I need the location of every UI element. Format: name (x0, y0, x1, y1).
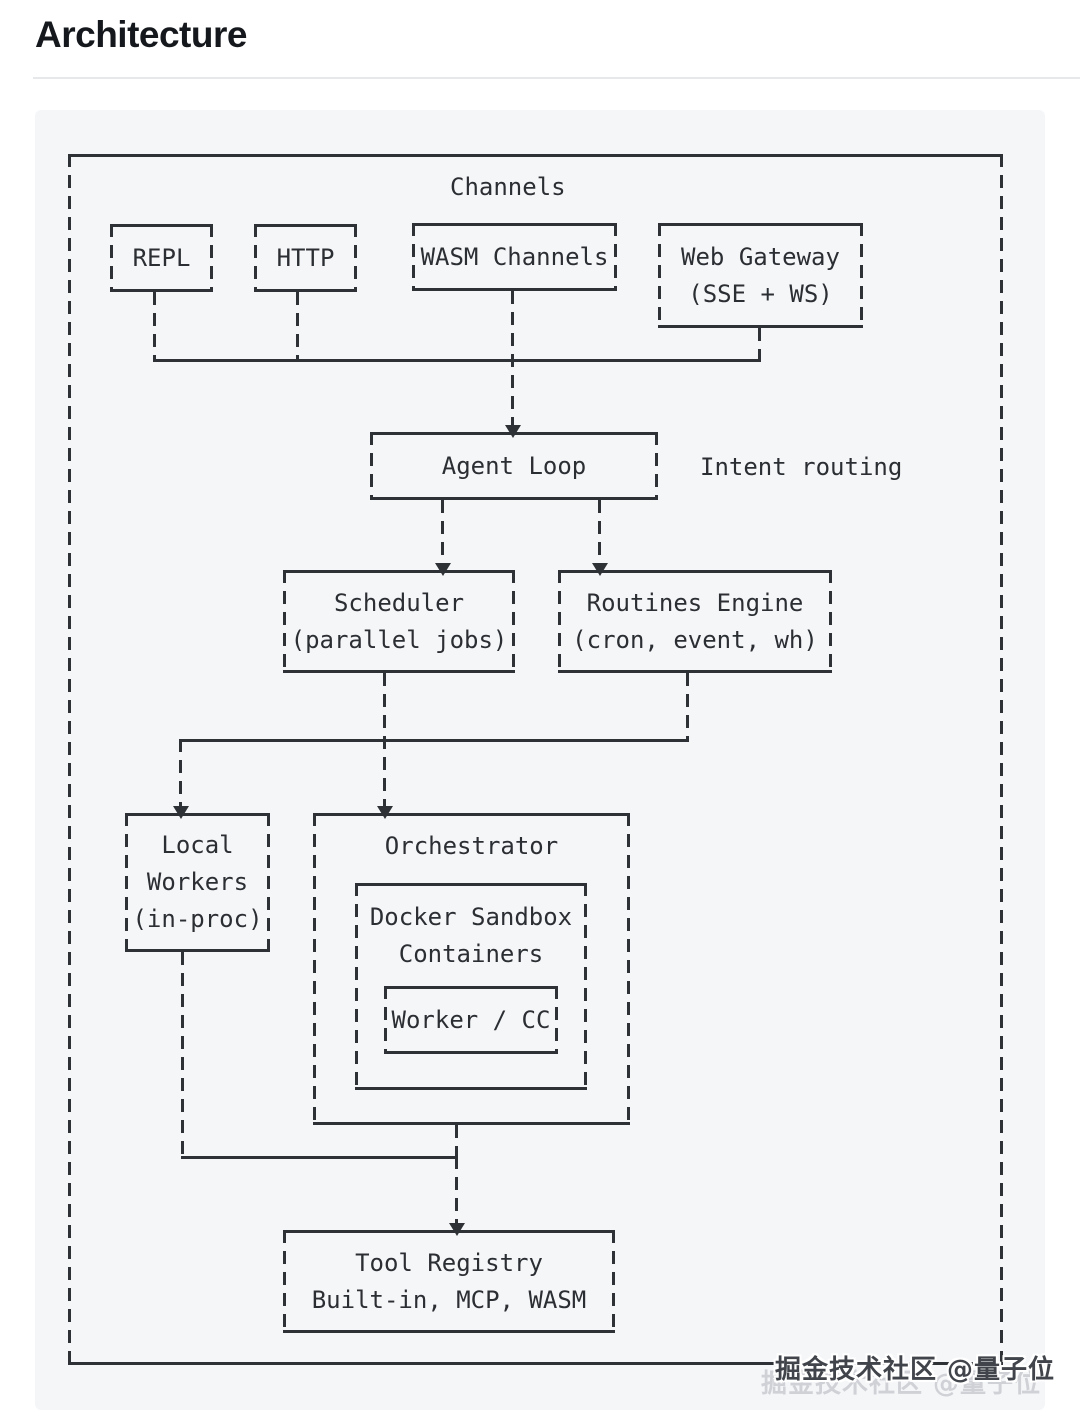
channels-container-box (68, 154, 1003, 1365)
channels-label: Channels (450, 173, 566, 201)
wasm-channels-label: WASM Channels (420, 242, 609, 271)
connector-channels-bus (153, 359, 760, 362)
connector-routines-stem (686, 673, 689, 742)
box-http: HTTP (254, 224, 357, 292)
connector-bus-to-local-workers (179, 739, 182, 808)
page-title: Architecture (35, 14, 247, 55)
connector-workers-bus (179, 739, 689, 742)
http-label: HTTP (276, 243, 335, 272)
box-orchestrator: Orchestrator (313, 813, 630, 1125)
routines-engine-line-2: (cron, event, wh) (572, 625, 818, 654)
box-local-workers: Local Workers (in-proc) (125, 813, 270, 952)
routines-engine-line-1: Routines Engine (586, 588, 804, 617)
tool-registry-line-1: Tool Registry (355, 1248, 543, 1277)
box-scheduler: Scheduler (parallel jobs) (283, 570, 515, 673)
connector-agent-to-routines (598, 500, 601, 566)
connector-agent-to-scheduler (441, 500, 444, 566)
connector-bus-to-tool-registry (455, 1156, 458, 1223)
box-agent-loop: Agent Loop (370, 432, 658, 500)
box-docker-sandbox: Docker Sandbox Containers (355, 883, 587, 1090)
box-wasm-channels: WASM Channels (412, 223, 617, 291)
worker-cc-label: Worker / CC (391, 1005, 551, 1034)
box-worker-cc: Worker / CC (384, 986, 558, 1054)
box-tool-registry: Tool Registry Built-in, MCP, WASM (283, 1230, 615, 1333)
scheduler-line-2: (parallel jobs) (290, 625, 508, 654)
title-divider (33, 77, 1080, 79)
connector-http-stem (296, 292, 299, 362)
connector-orchestrator-out (455, 1125, 458, 1159)
local-workers-line-2: Workers (146, 868, 249, 896)
connector-repl-stem (153, 292, 156, 362)
box-repl: REPL (110, 224, 213, 292)
intent-routing-label: Intent routing (700, 453, 903, 481)
local-workers-line-3: (in-proc) (132, 905, 263, 933)
diagram-panel (35, 110, 1045, 1410)
connector-local-workers-out (181, 952, 184, 1159)
connector-web-gateway-stem (758, 328, 761, 362)
agent-loop-label: Agent Loop (441, 451, 587, 480)
local-workers-line-1: Local (161, 831, 234, 859)
tool-registry-line-2: Built-in, MCP, WASM (311, 1285, 587, 1314)
connector-wasm-stem-and-drop (511, 291, 514, 426)
box-web-gateway: Web Gateway (SSE + WS) (658, 223, 863, 328)
web-gateway-line-1: Web Gateway (681, 242, 840, 271)
connector-registry-bus (181, 1156, 458, 1159)
docker-sandbox-line-1: Docker Sandbox (369, 903, 573, 931)
docker-sandbox-line-2: Containers (398, 940, 544, 968)
watermark: 掘金技术社区 @量子位 (775, 1355, 1056, 1385)
scheduler-line-1: Scheduler (333, 588, 465, 617)
orchestrator-label: Orchestrator (384, 832, 559, 860)
box-routines-engine: Routines Engine (cron, event, wh) (558, 570, 832, 673)
web-gateway-line-2: (SSE + WS) (688, 279, 833, 308)
repl-label: REPL (132, 243, 191, 272)
